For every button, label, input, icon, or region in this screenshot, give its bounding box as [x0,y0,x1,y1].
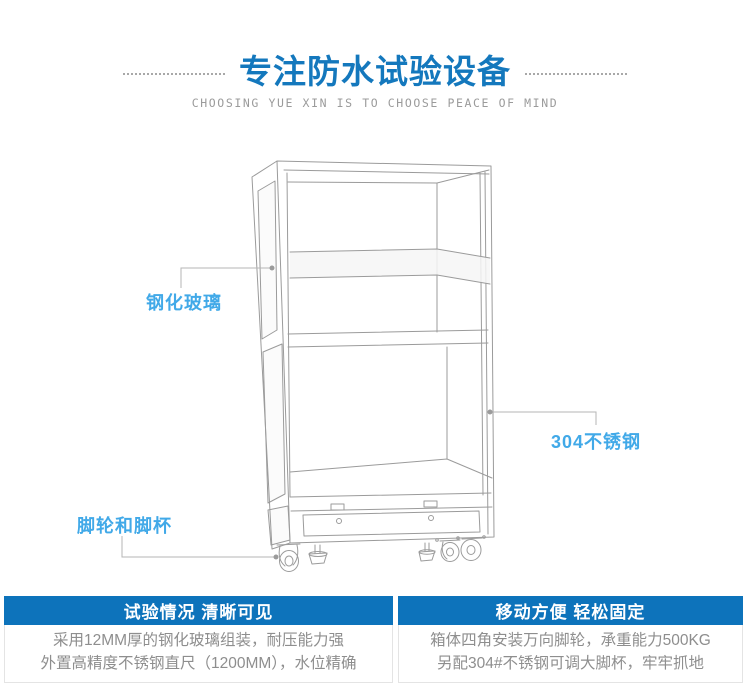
feature-box-mobility-body: 箱体四角安装万向脚轮，承重能力500KG 另配304#不锈钢可调大脚杯，牢牢抓地 [398,625,743,683]
callout-dot-glass [269,265,275,271]
feature-box-mobility: 移动方便 轻松固定 箱体四角安装万向脚轮，承重能力500KG 另配304#不锈钢… [398,596,743,683]
drawer-keyhole-left [336,518,342,524]
glass-shelf-back-edge [289,248,491,259]
callout-label-stainless-steel: 304不锈钢 [551,432,642,452]
plinth-rail [290,506,493,512]
cabinet-front-frame [276,160,495,544]
caster-bolt-1 [435,538,439,542]
caster-bolt-3 [482,535,486,539]
cabinet-left-edge [251,160,291,550]
callout-line-steel [490,411,597,425]
feature-box-visibility-header: 试验情况 清晰可见 [4,596,393,625]
feature-text-line: 采用12MM厚的钢化玻璃组装，耐压能力强 [52,632,345,649]
page-title: 专注防水试验设备 [239,53,511,90]
caster-left [276,543,301,572]
feature-text-line: 箱体四角安装万向脚轮，承重能力500KG [430,632,711,649]
feature-text-line: 外置高精度不锈钢直尺（1200MM），水位精确 [40,655,357,672]
cabinet-right-inner-post [484,171,489,535]
caster-right-1 [439,539,461,562]
cabinet-left-inner-post [286,172,291,498]
dotted-divider-left [123,73,225,75]
drawer-latch-right [423,500,438,508]
feature-box-mobility-header: 移动方便 轻松固定 [398,596,743,625]
middle-rail-top [287,329,489,335]
caster-bolt-2 [456,536,460,540]
foot-cup-right [418,542,436,562]
drawer-keyhole-right [428,515,434,521]
feature-text-line: 另配304#不锈钢可调大脚杯，牢牢抓地 [437,655,704,672]
foot-cup-left [308,544,328,565]
callout-label-casters-feet: 脚轮和脚杯 [77,516,172,536]
cabinet-left-lower-panel [262,343,286,504]
feature-box-visibility: 试验情况 清晰可见 采用12MM厚的钢化玻璃组装，耐压能力强 外置高精度不锈钢直… [4,596,393,683]
page-subtitle: CHOOSING YUE XIN IS TO CHOOSE PEACE OF M… [191,96,559,110]
cabinet-right-inner-post2 [479,172,484,496]
dotted-divider-right [525,73,627,75]
cabinet-top-band [283,169,490,175]
page-header: 专注防水试验设备 CHOOSING YUE XIN IS TO CHOOSE P… [0,52,750,110]
cabinet-bottom-rail [289,492,492,498]
drawer-front [302,510,481,537]
caster-right-2 [460,537,483,561]
cabinet-floor-edge [289,458,493,479]
feature-box-visibility-body: 采用12MM厚的钢化玻璃组装，耐压能力强 外置高精度不锈钢直尺（1200MM），… [4,625,393,683]
callout-label-tempered-glass: 钢化玻璃 [146,293,222,313]
middle-rail-bottom [287,342,489,348]
cabinet-left-window [257,180,278,340]
callout-line-glass [180,267,272,288]
callout-dot-casters [273,554,279,560]
drawer-latch-left [330,503,345,511]
glass-shelf-front-edge [289,274,491,285]
callout-line-casters [121,536,274,558]
callout-dot-steel [487,409,493,415]
